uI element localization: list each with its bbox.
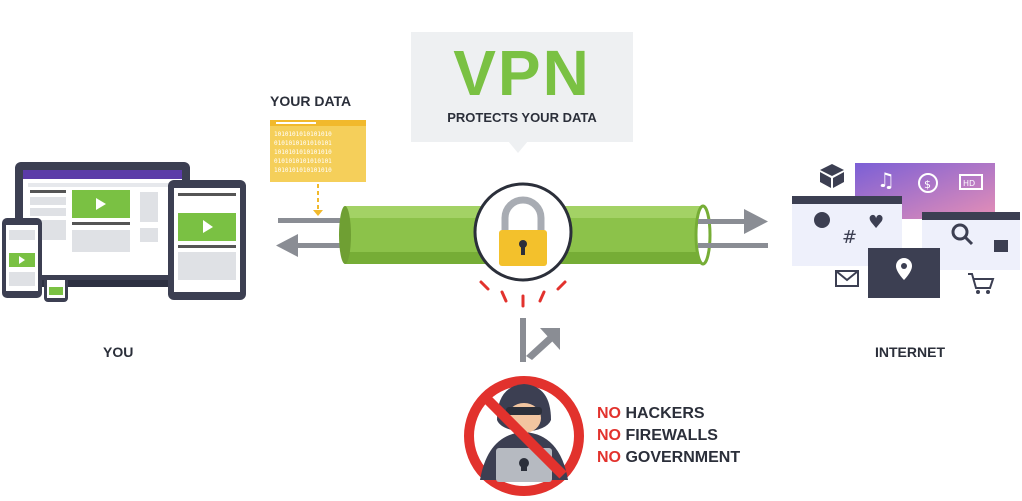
binary-line: 1010101010101010 (274, 167, 332, 174)
svg-text:#: # (842, 227, 857, 248)
svg-text:♥: ♥ (868, 212, 884, 233)
binary-line: 1010101010101010 (274, 131, 332, 138)
internet-arrows (698, 209, 768, 248)
hacker-icon (464, 376, 584, 496)
threat-hackers: NO HACKERS (597, 405, 705, 422)
you-arrows (276, 218, 340, 257)
you-label: YOU (103, 344, 134, 360)
deflect-arrow (520, 318, 560, 362)
threat-list: NO HACKERS NO FIREWALLS NO GOVERNMENT (597, 403, 740, 469)
binary-line: 0101010101010101 (274, 140, 332, 147)
lock-icon (473, 182, 573, 308)
data-file-icon: 1010101010101010 0101010101010101 10101010… (270, 120, 366, 216)
svg-text:HD: HD (963, 179, 975, 188)
binary-line: 0101010101010101 (274, 158, 332, 165)
your-data-label: YOUR DATA (270, 93, 352, 109)
internet-label: INTERNET (875, 344, 945, 360)
vpn-callout-box (411, 32, 633, 142)
svg-text:♫: ♫ (877, 168, 895, 192)
svg-text:$: $ (924, 178, 931, 191)
vpn-title: VPN (453, 37, 591, 109)
devices-icon (2, 162, 246, 302)
threat-firewalls: NO FIREWALLS (597, 427, 718, 444)
binary-line: 1010101010101010 (274, 149, 332, 156)
vpn-subtitle: PROTECTS YOUR DATA (447, 110, 597, 125)
threat-government: NO GOVERNMENT (597, 449, 741, 466)
internet-icon: ♫ $ HD # ♥ (792, 163, 1020, 298)
vpn-callout-pointer (508, 141, 528, 153)
